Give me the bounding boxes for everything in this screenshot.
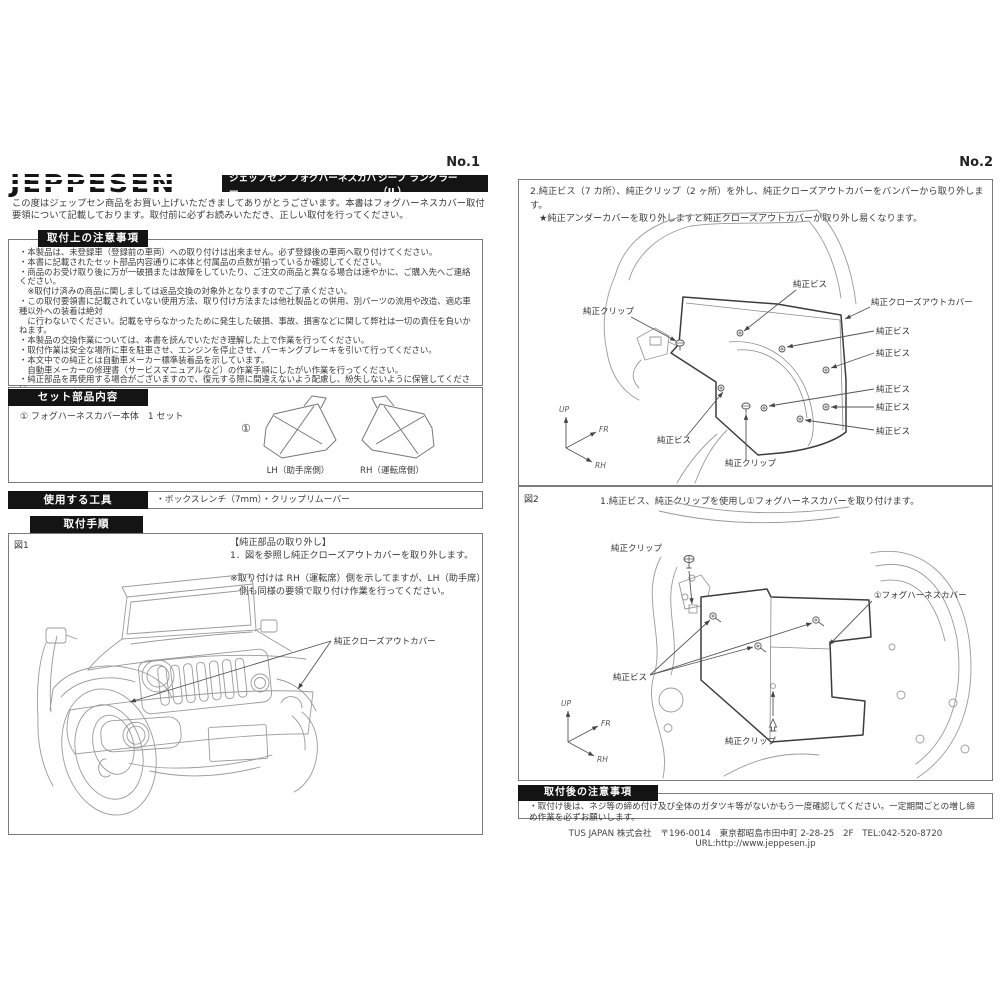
clip-icon-top <box>683 555 695 569</box>
text-line: ※取り付けは RH（運転席）側を示してますが、LH（助手席） <box>230 573 486 584</box>
text-line: 自動車メーカーの修理書（サービスマニュアルなど）の作業手順にしたがい作業を行って… <box>19 364 404 375</box>
fog-harness-cover-outline <box>700 588 872 743</box>
label-clip: 純正クリップ <box>611 543 663 554</box>
label-bis: 純正ビス <box>876 402 910 413</box>
text-line: 2.純正ビス（7 カ所）、純正クリップ（2 ヶ所）を外し、純正クローズアウトカバ… <box>530 186 984 211</box>
figure-removal-diagram: 純正ビス 純正クローズアウトカバー 純正クリップ 純正ビス 純正ビス 純正ビス … <box>559 209 973 484</box>
removal-labels: 純正ビス 純正クローズアウトカバー 純正クリップ 純正ビス 純正ビス 純正ビス … <box>583 279 973 469</box>
text-line: に行わないでください。記載を守らなかったために発生した破損、事故、損害などに関し… <box>19 315 471 336</box>
svg-text:FR: FR <box>601 719 611 728</box>
text-line: ・本製品の交換作業については、本書を読んでいただき理解した上で作業を行ってくださ… <box>19 335 370 346</box>
label-bis: 純正ビス <box>876 348 910 359</box>
circled-number-1: ① <box>241 422 251 435</box>
figure1-label: 図1 <box>14 541 29 551</box>
after-note-line: ・取付け後は、ネジ等の締め付け及び全体のガタツキ等がないかもう一度確認してくださ… <box>529 802 976 823</box>
section-header-precautions: 取付上の注意事項 <box>38 230 148 247</box>
page1-number: No.1 <box>446 155 480 170</box>
precautions-box: ・本製品は、未登録車（登録前の車両）への取り付けは出来ません。必ず登録後の車両へ… <box>8 239 483 423</box>
text-line: ・本文中での純正とは自動車メーカー標準装着品を示しています。 <box>19 354 270 365</box>
intro-text: この度はジェップセン商品をお買い上げいただきましてありがとうございます。本書はフ… <box>12 198 485 221</box>
label-bis: 純正ビス <box>876 384 910 395</box>
install-labels: 純正クリップ ①フォグハーネスカバー 純正ビス 純正クリップ <box>611 543 967 747</box>
label-bis: 純正ビス <box>657 435 691 446</box>
label-clip: 純正クリップ <box>725 736 777 747</box>
closeout-cover-outline <box>670 296 847 456</box>
clip-icon-bottom <box>768 717 778 732</box>
svg-text:UP: UP <box>561 699 571 708</box>
text-line: 【純正部品の取り外し】 <box>230 537 332 548</box>
text-line: ・本製品は、未登録車（登録前の車両）への取り付けは出来ません。必ず登録後の車両へ… <box>19 247 438 257</box>
part-lh-drawing <box>263 395 337 459</box>
label-bis: 純正ビス <box>876 426 910 437</box>
cover-fold-lines <box>688 596 831 742</box>
logo-stripe <box>10 184 216 187</box>
text-line: ・本書に記載されたセット部品内容通りに本体と付属品の点数が揃っているか確認してく… <box>19 256 387 267</box>
parts-item-text: ① フォグハーネスカバー本体 1 セット <box>20 412 184 422</box>
jeep-front-line-art <box>36 573 318 816</box>
figure1-box <box>8 533 483 835</box>
parts-drawing <box>263 395 435 459</box>
text-line: 側も同様の要領で取り付け作業を行ってください。 <box>230 586 450 598</box>
svg-text:UP: UP <box>559 405 569 414</box>
label-bis: 純正ビス <box>613 672 647 683</box>
svg-text:RH: RH <box>597 755 608 764</box>
section-header-procedure: 取付手順 <box>30 516 143 533</box>
svg-text:RH: RH <box>595 461 606 470</box>
text-line: ・取付作業は安全な場所に車を駐車させ、エンジンを停止させ、パーキングブレーキを引… <box>19 344 437 355</box>
jeppesen-logo: JEPPESEN <box>10 170 216 199</box>
cover-inner-lines <box>685 302 844 447</box>
part-lh-label: LH（助手席側） <box>266 466 330 476</box>
text-line: 1．図を参照し純正クローズアウトカバーを取り外します。 <box>230 550 474 562</box>
figure-install-diagram: 純正クリップ ①フォグハーネスカバー 純正ビス 純正クリップ UP FR RH <box>561 500 972 779</box>
tools-line: ・ボックスレンチ（7mm）・クリップリムーバー <box>156 495 350 505</box>
figure1-jeep-drawing: 純正クローズアウトカバー <box>36 573 436 816</box>
callout-closeout-cover: 純正クローズアウトカバー <box>334 636 436 647</box>
svg-text:FR: FR <box>599 425 609 434</box>
callout-leader-line <box>129 640 332 703</box>
axis-indicator: UP FR RH <box>561 699 611 764</box>
text-line: ★純正アンダーカバーを取り外しますと純正クローズアウトカバーが取り外し易くなりま… <box>530 213 923 225</box>
step1-text: 1.純正ビス、純正クリップを使用し①フォグハーネスカバーを取り付けます。 <box>600 496 920 507</box>
body-line-art <box>603 209 857 484</box>
label-bis: 純正ビス <box>793 279 827 290</box>
text-line: ・商品のお受け取り後に万が一破損または故障をしていたり、ご注文の商品と異なる場合… <box>19 266 471 287</box>
section-header-parts: セット部品内容 <box>8 389 148 406</box>
procedure-steps: 【純正部品の取り外し】 1．図を参照し純正クローズアウトカバーを取り外します。 ※取… <box>230 536 486 599</box>
part-rh-label: RH（運転席側） <box>360 466 424 476</box>
axis-indicator: UP FR RH <box>559 405 609 470</box>
text-line: ※取付け済みの商品に関しましては返品交換の対象外となりますのでご了承ください。 <box>19 286 352 297</box>
callout-leader-line <box>297 640 332 690</box>
step2-text: 2.純正ビス（7 カ所）、純正クリップ（2 ヶ所）を外し、純正クローズアウトカバ… <box>530 185 986 226</box>
figure2-label: 図2 <box>524 495 539 505</box>
label-cover-new: ①フォグハーネスカバー <box>874 590 967 601</box>
clip-top-leader <box>688 570 694 605</box>
page2-number: No.2 <box>959 155 993 170</box>
logo-stripe <box>10 177 216 180</box>
product-name: ジェップセン フォグハーネスカバー <box>229 172 377 198</box>
vehicle-name: ジープ ラングラー（JL） <box>378 172 458 198</box>
label-clip: 純正クリップ <box>725 458 777 469</box>
section-header-after: 取付後の注意事項 <box>518 785 658 801</box>
part-rh-drawing <box>361 395 435 459</box>
label-clip: 純正クリップ <box>583 306 635 317</box>
text-line: ・この取付要領書に記載されていない使用方法、取り付け方法または他社製品との併用、… <box>19 295 471 316</box>
company-footer: TUS JAPAN 株式会社 〒196-0014 東京都昭島市田中町 2-28-… <box>568 829 952 849</box>
section-header-tools: 使用する工具 <box>8 491 148 509</box>
label-bis: 純正ビス <box>876 326 910 337</box>
product-title-badge: ジェップセン フォグハーネスカバー ジープ ラングラー（JL） <box>222 173 488 198</box>
body-line-art <box>651 500 972 779</box>
label-cover-oem: 純正クローズアウトカバー <box>871 297 973 308</box>
